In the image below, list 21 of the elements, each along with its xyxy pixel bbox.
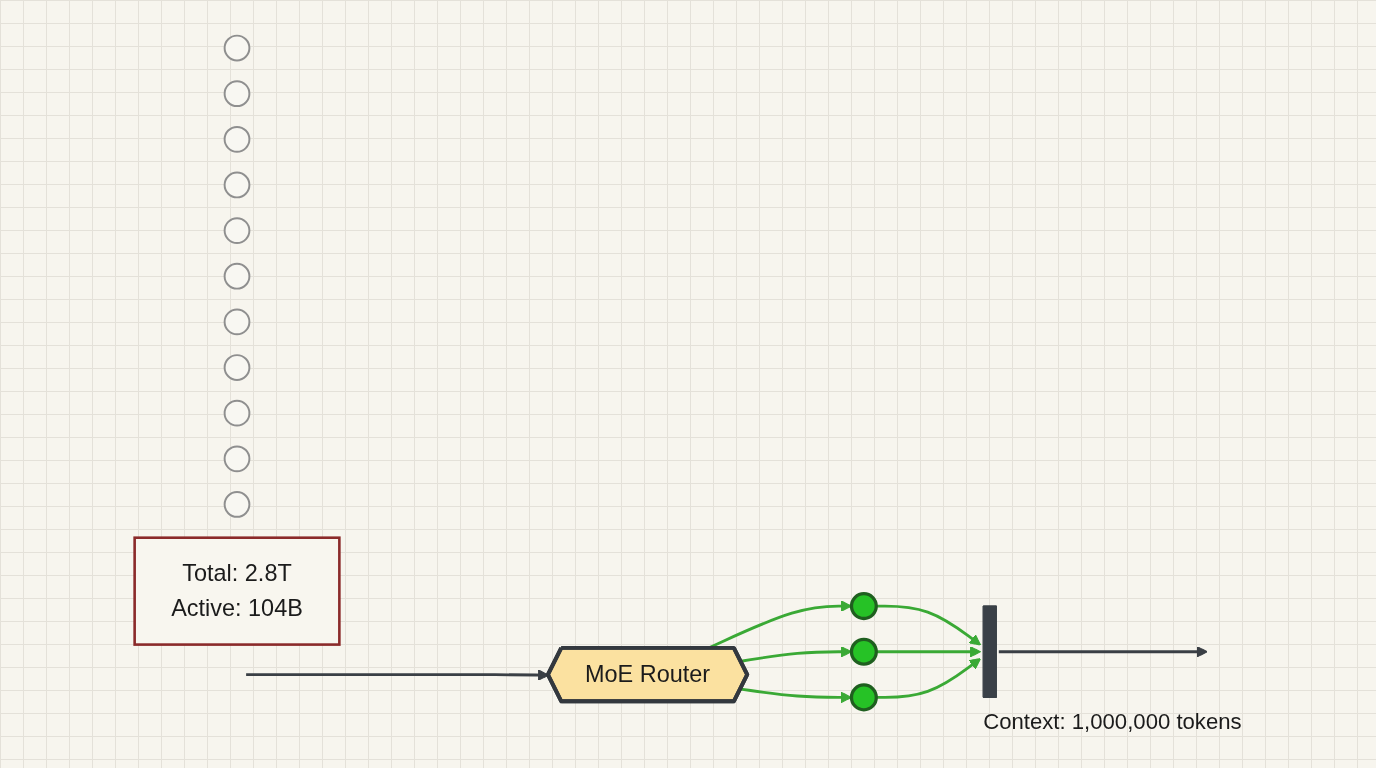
node-circle (223, 445, 251, 473)
arrow (876, 646, 981, 658)
arrow (876, 604, 981, 646)
node-circle (849, 592, 878, 621)
node-circle (223, 491, 251, 518)
node-circle (223, 171, 251, 199)
arrow (998, 646, 1208, 658)
node-circle (223, 354, 251, 381)
node-circle (223, 308, 251, 336)
node-circle (223, 80, 251, 108)
node-circle (223, 125, 251, 153)
node-circle (223, 399, 251, 427)
node-circle (849, 637, 878, 666)
arrow (876, 658, 981, 699)
node-box: Total: 2.8T Active: 104B (133, 536, 341, 646)
node-caption: Context: 1,000,000 tokens (983, 708, 1242, 734)
node-circle (849, 683, 878, 712)
node-circle (223, 34, 251, 62)
node-circle (223, 217, 251, 244)
node-circle (223, 262, 251, 290)
arrow (246, 669, 549, 681)
